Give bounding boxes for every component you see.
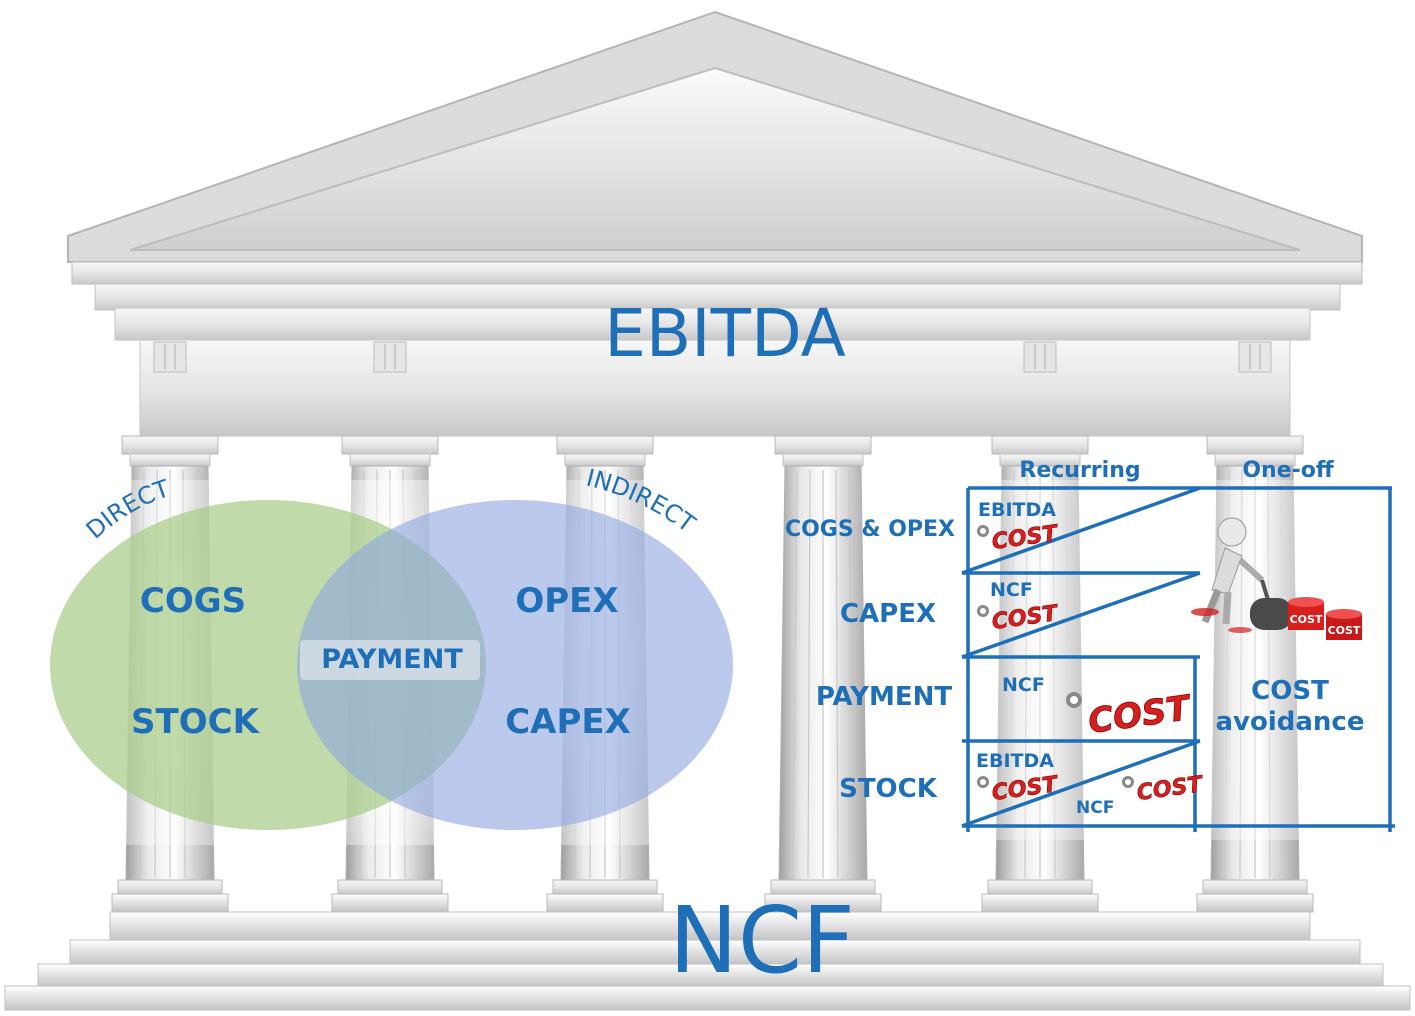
cell-tag-stock-ncf: NCF <box>1076 798 1114 818</box>
venn-capex: CAPEX <box>505 702 631 742</box>
cost-drum-1: COST <box>1288 597 1324 630</box>
venn-payment: PAYMENT <box>321 644 463 675</box>
row-label-stock: STOCK <box>839 774 938 804</box>
entablature <box>114 307 1311 437</box>
ebitda-title: EBITDA <box>604 295 846 372</box>
venn-opex: OPEX <box>515 581 618 621</box>
roller-figure-illustration <box>1191 517 1292 633</box>
row-label-payment: PAYMENT <box>816 682 953 712</box>
ncf-title: NCF <box>669 887 855 994</box>
indirect-circle <box>297 500 733 830</box>
cell-tag-capex: NCF <box>990 579 1033 601</box>
pediment <box>67 10 1363 311</box>
column-4 <box>764 435 882 913</box>
svg-text:COST: COST <box>1290 613 1323 626</box>
cell-tag-payment: NCF <box>1002 674 1045 696</box>
svg-text:COST: COST <box>1328 624 1361 637</box>
row-label-capex: CAPEX <box>840 599 936 629</box>
col-header-recurring: Recurring <box>1019 458 1140 483</box>
temple-steps <box>4 911 1411 1011</box>
cost-drum-2: COST <box>1326 609 1362 640</box>
payment-highlight <box>300 640 480 680</box>
venn-cogs: COGS <box>140 581 246 621</box>
cost-avoidance-line1: COST <box>1251 676 1329 706</box>
triglyphs <box>153 341 1272 373</box>
matrix-backdrop <box>960 480 1400 840</box>
col-header-one-off: One-off <box>1242 458 1335 483</box>
column-5 <box>981 435 1099 913</box>
cell-tag-cogs-opex: EBITDA <box>978 499 1056 521</box>
venn-diagram: DIRECT INDIRECT COGS STOCK OPEX CAPEX PA… <box>50 464 733 830</box>
venn-stock: STOCK <box>131 702 261 742</box>
matrix-grid <box>961 486 1395 832</box>
cell-tag-stock-ebitda: EBITDA <box>976 750 1054 772</box>
row-label-cogs-opex: COGS & OPEX <box>785 517 955 542</box>
cost-avoidance-line2: avoidance <box>1216 707 1365 737</box>
